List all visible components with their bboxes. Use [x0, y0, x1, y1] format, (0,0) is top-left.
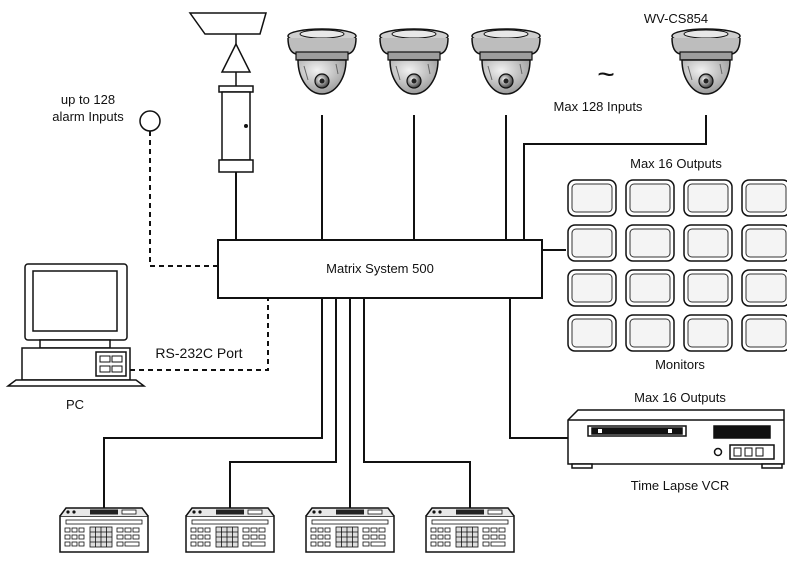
monitor-icon	[625, 224, 675, 262]
monitor-icon	[741, 224, 787, 262]
monitor-icon	[625, 179, 675, 217]
alarm-label-line1: up to 128	[61, 92, 115, 107]
max-inputs-label: Max 128 Inputs	[554, 99, 643, 114]
monitor-icon	[741, 269, 787, 307]
outdoor-camera-icon	[188, 12, 267, 173]
controller-keyboard-icon	[59, 507, 149, 553]
tilde-mark: ~	[597, 58, 615, 91]
matrix-switcher: Matrix System 500	[217, 239, 543, 299]
monitor-icon	[741, 179, 787, 217]
alarm-sensor-icon	[139, 110, 161, 132]
monitor-icon	[625, 314, 675, 352]
pc-icon	[5, 263, 147, 387]
controller-keyboard-icon	[305, 507, 395, 553]
monitor-icon	[741, 314, 787, 352]
vcr-label: Time Lapse VCR	[631, 478, 730, 493]
alarm-label-line2: alarm Inputs	[52, 109, 124, 124]
monitor-icon	[567, 314, 617, 352]
monitor-icon	[683, 179, 733, 217]
monitor-icon	[683, 224, 733, 262]
dashed-lines	[130, 131, 269, 371]
monitor-icon	[683, 314, 733, 352]
matrix-label: Matrix System 500	[326, 261, 434, 276]
dome-camera-icon	[471, 28, 541, 95]
rs232-label: RS-232C Port	[155, 345, 242, 361]
vcr-icon	[567, 409, 785, 469]
monitor-icon	[567, 179, 617, 217]
camera-model-label: WV-CS854	[644, 11, 708, 26]
monitor-icon	[625, 269, 675, 307]
controller-keyboard-icon	[425, 507, 515, 553]
monitors-label: Monitors	[655, 357, 705, 372]
dome-camera-icon	[287, 28, 357, 95]
dome-camera-icon	[379, 28, 449, 95]
vcr-top-label: Max 16 Outputs	[634, 390, 726, 405]
monitor-icon	[683, 269, 733, 307]
monitor-wall	[567, 179, 787, 352]
monitor-icon	[567, 269, 617, 307]
pc-label: PC	[66, 397, 84, 412]
dome-camera-icon	[671, 28, 741, 95]
monitors-top-label: Max 16 Outputs	[630, 156, 722, 171]
connection-lines	[103, 115, 707, 508]
monitor-icon	[567, 224, 617, 262]
controller-keyboard-icon	[185, 507, 275, 553]
